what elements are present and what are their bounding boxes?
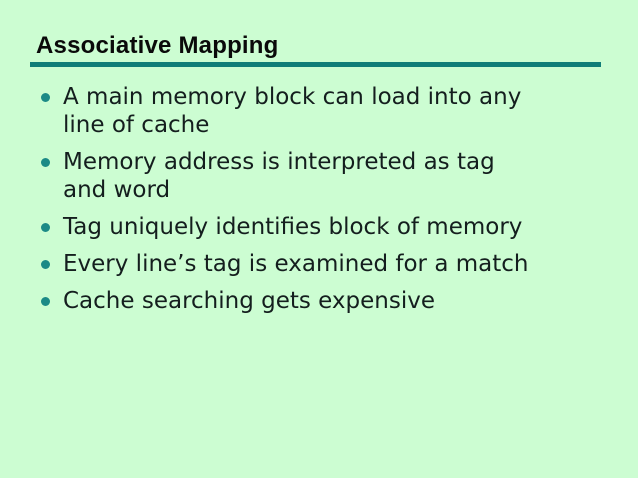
- bullet-text: Tag uniquely identifies block of memory: [63, 214, 523, 240]
- title-underline-rule: [30, 62, 601, 67]
- list-item: A main memory block can load into any li…: [36, 83, 536, 139]
- list-item: Tag uniquely identifies block of memory: [36, 213, 536, 241]
- page-title: Associative Mapping: [36, 32, 279, 59]
- bullet-text: Every line’s tag is examined for a match: [63, 251, 529, 277]
- bullet-dot-icon: [41, 223, 50, 232]
- bullet-dot-icon: [41, 260, 50, 269]
- bullet-dot-icon: [41, 297, 50, 306]
- bullet-text: A main memory block can load into any li…: [63, 84, 522, 138]
- bullet-text: Memory address is interpreted as tag and…: [63, 149, 495, 203]
- list-item: Memory address is interpreted as tag and…: [36, 148, 536, 204]
- bullet-list: A main memory block can load into any li…: [36, 83, 536, 315]
- bullet-dot-icon: [41, 158, 50, 167]
- bullet-dot-icon: [41, 93, 50, 102]
- list-item: Every line’s tag is examined for a match: [36, 250, 536, 278]
- bullet-text: Cache searching gets expensive: [63, 288, 435, 314]
- list-item: Cache searching gets expensive: [36, 287, 536, 315]
